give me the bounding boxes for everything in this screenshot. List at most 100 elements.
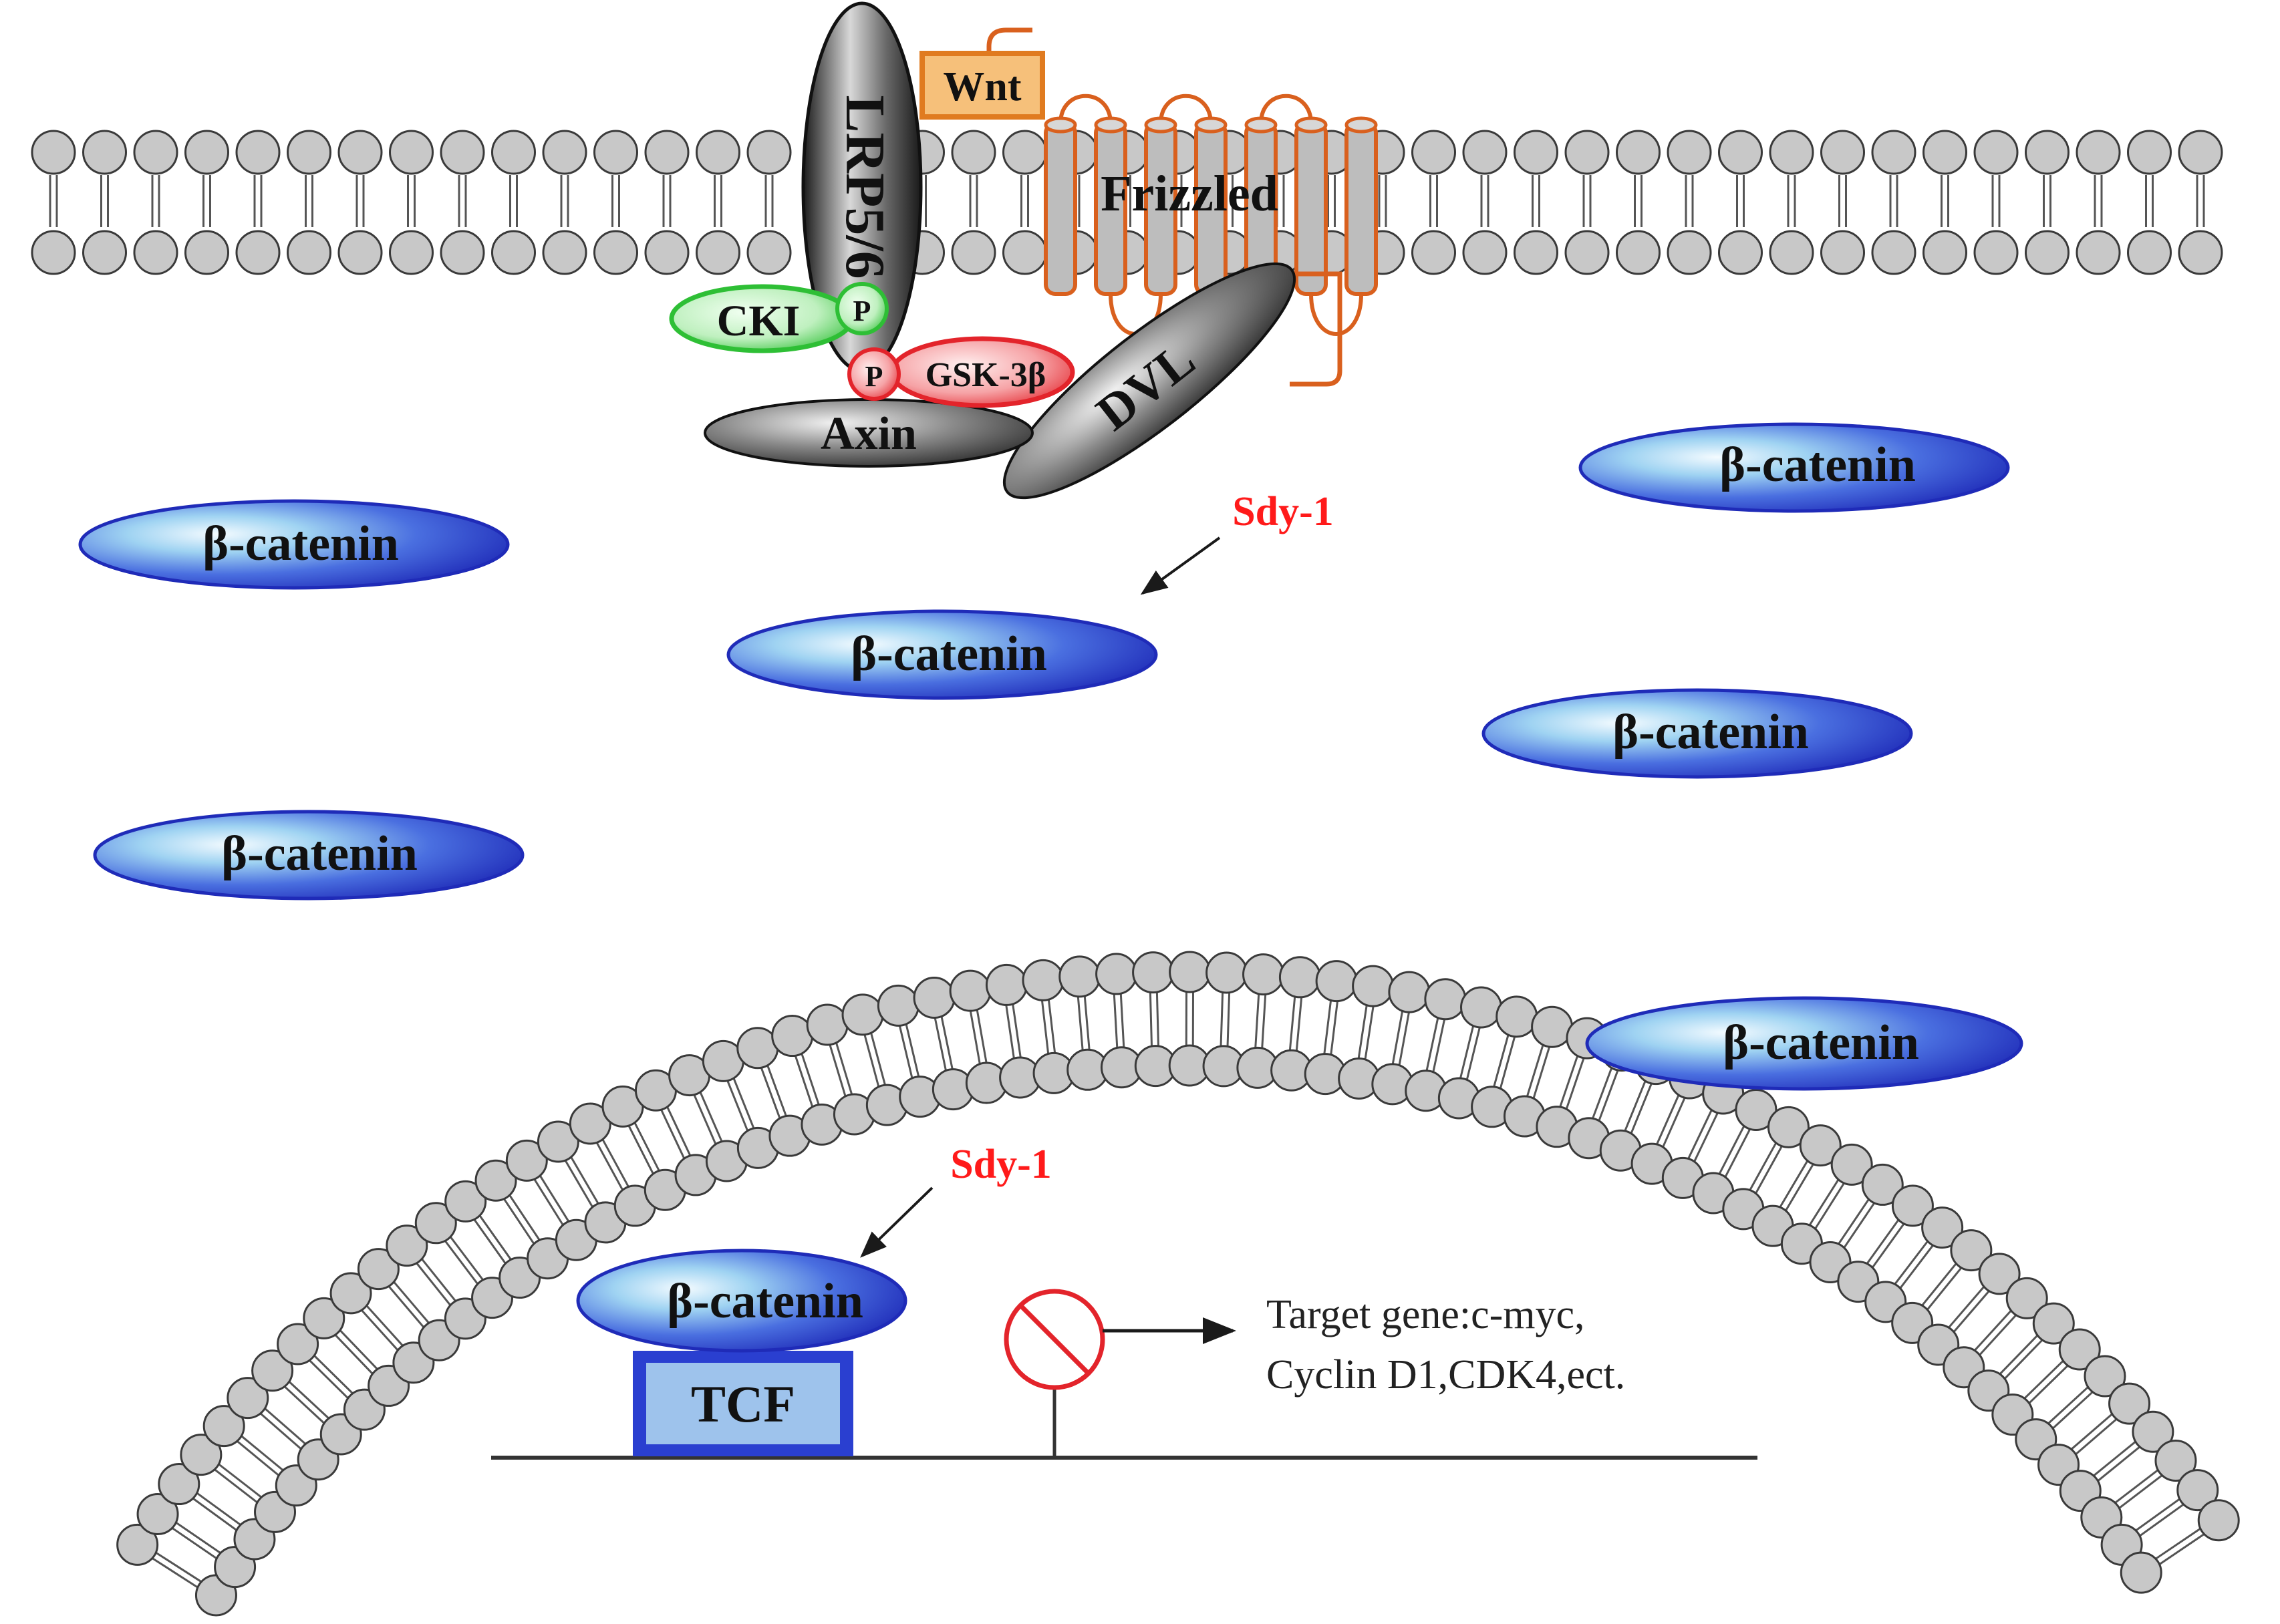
lipid-tail bbox=[416, 1263, 451, 1306]
lipid-head bbox=[158, 1463, 200, 1506]
lipid-tail bbox=[1254, 994, 1260, 1048]
lipid-head bbox=[951, 130, 996, 175]
lipid-head bbox=[593, 130, 638, 175]
lipid-tail bbox=[539, 1175, 570, 1222]
frizzled-helix-cap bbox=[1094, 116, 1127, 134]
lipid-head bbox=[2178, 230, 2223, 275]
lipid-tail bbox=[1953, 1290, 1990, 1333]
lipid-tail bbox=[334, 1334, 374, 1375]
lipid-head bbox=[1564, 230, 1610, 275]
lipid-head bbox=[389, 230, 434, 275]
lipid-head bbox=[1462, 130, 1508, 175]
lipid-tail bbox=[1814, 1182, 1845, 1229]
lipid-tail bbox=[898, 1025, 913, 1078]
lipid-tail bbox=[2135, 1498, 2180, 1532]
lipid-head bbox=[1922, 230, 1967, 275]
lipid-tail bbox=[1532, 1046, 1550, 1099]
lipid-tail bbox=[1979, 1314, 2017, 1355]
lipid-tail bbox=[1693, 1112, 1719, 1162]
lipid-head bbox=[1242, 953, 1285, 996]
lipid-tail bbox=[1493, 1035, 1510, 1087]
lipid-head bbox=[491, 230, 536, 275]
lipid-tail bbox=[1083, 996, 1091, 1050]
lipid-head bbox=[1820, 230, 1865, 275]
lipid-head bbox=[1462, 230, 1508, 275]
phospho-cki-label: P bbox=[853, 295, 871, 327]
lipid-tail bbox=[870, 1033, 886, 1086]
lipid-tail bbox=[794, 1055, 814, 1107]
lipid-head bbox=[1388, 971, 1431, 1013]
lipid-head bbox=[1922, 130, 1967, 175]
lipid-tail bbox=[1040, 1000, 1050, 1054]
lipid-head bbox=[2076, 130, 2121, 175]
frizzled-loop bbox=[1309, 293, 1363, 336]
lipid-tail bbox=[172, 1527, 217, 1559]
lipid-head bbox=[474, 1159, 517, 1202]
lipid-head bbox=[303, 1297, 345, 1339]
lipid-head bbox=[949, 969, 992, 1012]
axin-protein: Axin bbox=[704, 398, 1034, 468]
catenin-shape bbox=[78, 499, 510, 590]
lipid-tail bbox=[627, 1125, 654, 1174]
lipid-tail bbox=[421, 1258, 456, 1302]
lipid-head bbox=[1616, 130, 1661, 175]
frizzled-receptor: Frizzled bbox=[986, 27, 1378, 387]
lipid-tail bbox=[2028, 1365, 2069, 1404]
lipid-tail bbox=[660, 1109, 686, 1159]
lipid-head bbox=[1769, 230, 1814, 275]
lipid-head bbox=[251, 1349, 294, 1392]
lipid-tail bbox=[570, 1156, 599, 1204]
lipid-tail bbox=[1391, 1011, 1404, 1064]
lipid-head bbox=[1095, 953, 1138, 995]
lipid-tail bbox=[2097, 1446, 2140, 1482]
lipid-tail bbox=[1565, 1058, 1585, 1110]
lipid-head bbox=[1861, 1163, 1904, 1206]
lipid-tail bbox=[214, 1468, 258, 1504]
lipid-head bbox=[644, 230, 690, 275]
lipid-tail bbox=[393, 1281, 430, 1324]
phospho-site-cki: P bbox=[835, 282, 889, 335]
lipid-head bbox=[1278, 956, 1321, 999]
lipid-head bbox=[1718, 130, 1763, 175]
lipid-tail bbox=[509, 1194, 541, 1241]
lipid-tail bbox=[1894, 1241, 1929, 1285]
lipid-head bbox=[806, 1003, 849, 1046]
catenin-label: β-catenin bbox=[1612, 705, 1809, 760]
frizzled-loop bbox=[1259, 94, 1313, 124]
lipid-head bbox=[2005, 1277, 2048, 1319]
catenin-bound: β-catenin bbox=[576, 1249, 907, 1353]
lipid-tail bbox=[976, 1009, 988, 1063]
lipid-head bbox=[31, 130, 76, 175]
frizzled-helix-cap bbox=[1044, 116, 1077, 134]
lipid-tail bbox=[1755, 1146, 1783, 1194]
lipid-head bbox=[386, 1225, 428, 1267]
lipid-tail bbox=[1012, 1004, 1022, 1058]
lipid-tail bbox=[760, 1068, 781, 1119]
lipid-tail bbox=[1718, 1126, 1745, 1174]
lipid-tail bbox=[1785, 1164, 1814, 1211]
frizzled-helix bbox=[1044, 122, 1077, 296]
lipid-head bbox=[841, 993, 884, 1036]
frizzled-helices bbox=[1044, 94, 1378, 336]
lipid-head bbox=[1058, 955, 1101, 998]
lipid-tail bbox=[1432, 1019, 1445, 1072]
lipid-tail bbox=[2004, 1339, 2043, 1379]
gsk-label: GSK-3β bbox=[925, 356, 1046, 394]
lipid-head bbox=[1022, 959, 1064, 1001]
tcf-factor: TCF bbox=[633, 1351, 853, 1456]
lipid-head bbox=[951, 230, 996, 275]
lipid-tail bbox=[444, 1240, 478, 1285]
lipid-tail bbox=[196, 1492, 241, 1526]
frizzled-helix-cap bbox=[1294, 116, 1328, 134]
lipid-tail bbox=[288, 1381, 329, 1419]
lipid-tail bbox=[1624, 1080, 1647, 1132]
catenin-shape bbox=[1585, 996, 2023, 1091]
lipid-head bbox=[2154, 1439, 2197, 1482]
lipid-tail bbox=[1630, 1083, 1653, 1134]
lipid-tail bbox=[366, 1305, 404, 1347]
lipid-tail bbox=[726, 1080, 748, 1131]
wnt-ligand: Wnt bbox=[919, 51, 1045, 120]
frizzled-helix bbox=[1294, 122, 1328, 296]
lipid-head bbox=[82, 230, 127, 275]
lipid-tail bbox=[1398, 1012, 1410, 1066]
